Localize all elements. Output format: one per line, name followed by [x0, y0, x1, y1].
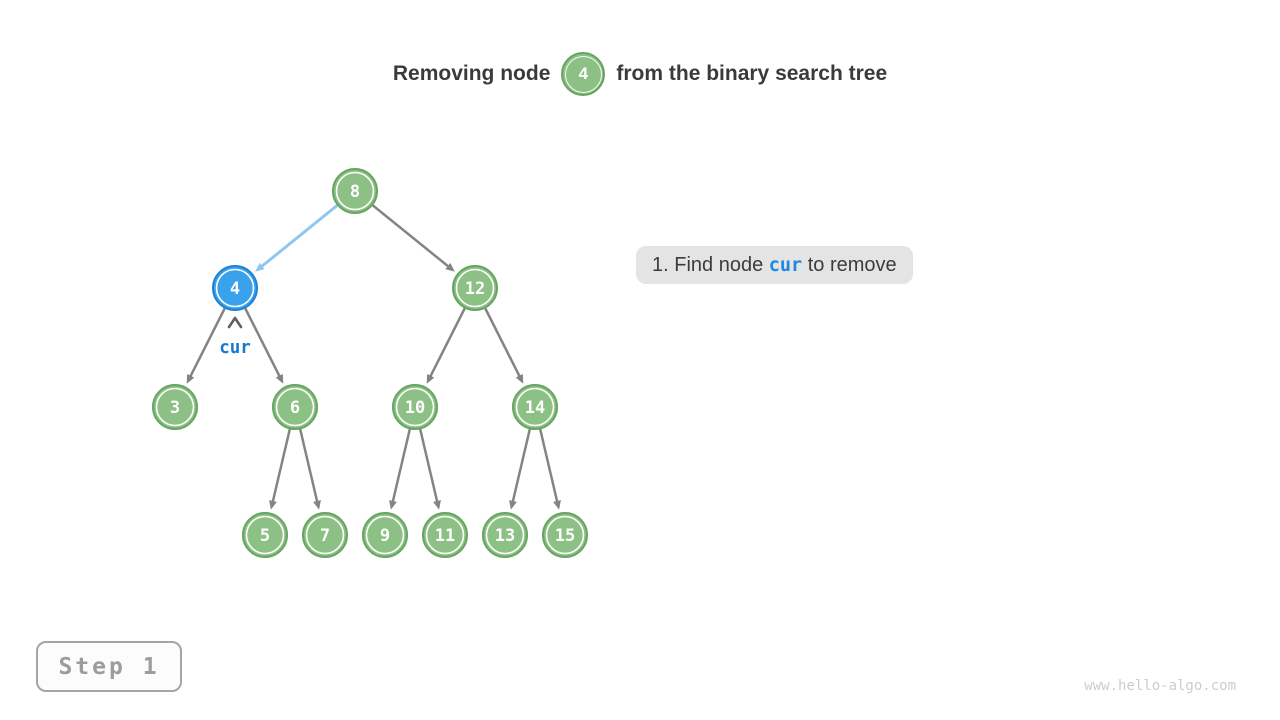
node-circle	[362, 512, 408, 558]
node-inner-ring	[245, 515, 285, 555]
node-circle	[392, 384, 438, 430]
tree-node-7: 7	[302, 512, 348, 558]
node-value: 11	[435, 526, 455, 546]
node-inner-ring	[215, 268, 255, 308]
node-circle	[482, 512, 528, 558]
node-value: 14	[525, 398, 545, 418]
title-node-badge: 4	[561, 52, 606, 96]
node-circle	[242, 512, 288, 558]
node-value: 4	[230, 279, 240, 299]
annotation-box: 1. Find node cur to remove	[636, 246, 913, 284]
node-circle	[332, 168, 378, 214]
cur-keyword: cur	[768, 254, 803, 276]
node-value: 6	[290, 398, 300, 418]
tree-node-10: 10	[392, 384, 438, 430]
node-inner-ring	[545, 515, 585, 555]
node-circle	[422, 512, 468, 558]
cur-pointer-caret-icon	[227, 316, 243, 329]
tree-node-11: 11	[422, 512, 468, 558]
step-badge-label: Step 1	[58, 653, 160, 680]
watermark: www.hello-algo.com	[1084, 678, 1236, 694]
node-inner-ring	[155, 387, 195, 427]
node-inner-ring	[365, 515, 405, 555]
tree-node-5: 5	[242, 512, 288, 558]
node-value: 10	[405, 398, 425, 418]
node-inner-ring	[515, 387, 555, 427]
tree-node-14: 14	[512, 384, 558, 430]
node-value: 8	[350, 182, 360, 202]
node-value: 7	[320, 526, 330, 546]
node-value: 3	[170, 398, 180, 418]
tree-node-4: 4	[212, 265, 258, 311]
node-value: 15	[555, 526, 575, 546]
node-circle	[152, 384, 198, 430]
tree-node-13: 13	[482, 512, 528, 558]
title-suffix: from the binary search tree	[616, 62, 888, 85]
node-circle	[212, 265, 258, 311]
node-value: 9	[380, 526, 390, 546]
node-inner-ring	[425, 515, 465, 555]
node-inner-ring	[305, 515, 345, 555]
node-circle	[512, 384, 558, 430]
tree-node-9: 9	[362, 512, 408, 558]
tree-nodes: 8 4 12 3 6 10 14 5 7 9 11 13 15	[152, 168, 588, 558]
node-inner-ring	[485, 515, 525, 555]
step-badge: Step 1	[36, 641, 182, 692]
cur-pointer: cur	[219, 316, 251, 358]
node-circle	[302, 512, 348, 558]
node-circle	[542, 512, 588, 558]
tree-node-12: 12	[452, 265, 498, 311]
node-inner-ring	[395, 387, 435, 427]
page-title: Removing node 4 from the binary search t…	[0, 50, 1280, 98]
tree-node-3: 3	[152, 384, 198, 430]
annotation-text-before: 1. Find node	[652, 253, 769, 276]
tree-node-6: 6	[272, 384, 318, 430]
node-circle	[452, 265, 498, 311]
node-value: 12	[465, 279, 485, 299]
tree-node-8: 8	[332, 168, 378, 214]
title-prefix: Removing node	[392, 62, 551, 85]
node-value: 5	[260, 526, 270, 546]
node-value: 13	[495, 526, 515, 546]
annotation-text-after: to remove	[802, 253, 897, 276]
cur-pointer-label: cur	[219, 338, 251, 358]
node-inner-ring	[455, 268, 495, 308]
tree-node-15: 15	[542, 512, 588, 558]
node-inner-ring	[275, 387, 315, 427]
node-circle	[272, 384, 318, 430]
node-inner-ring	[335, 171, 375, 211]
